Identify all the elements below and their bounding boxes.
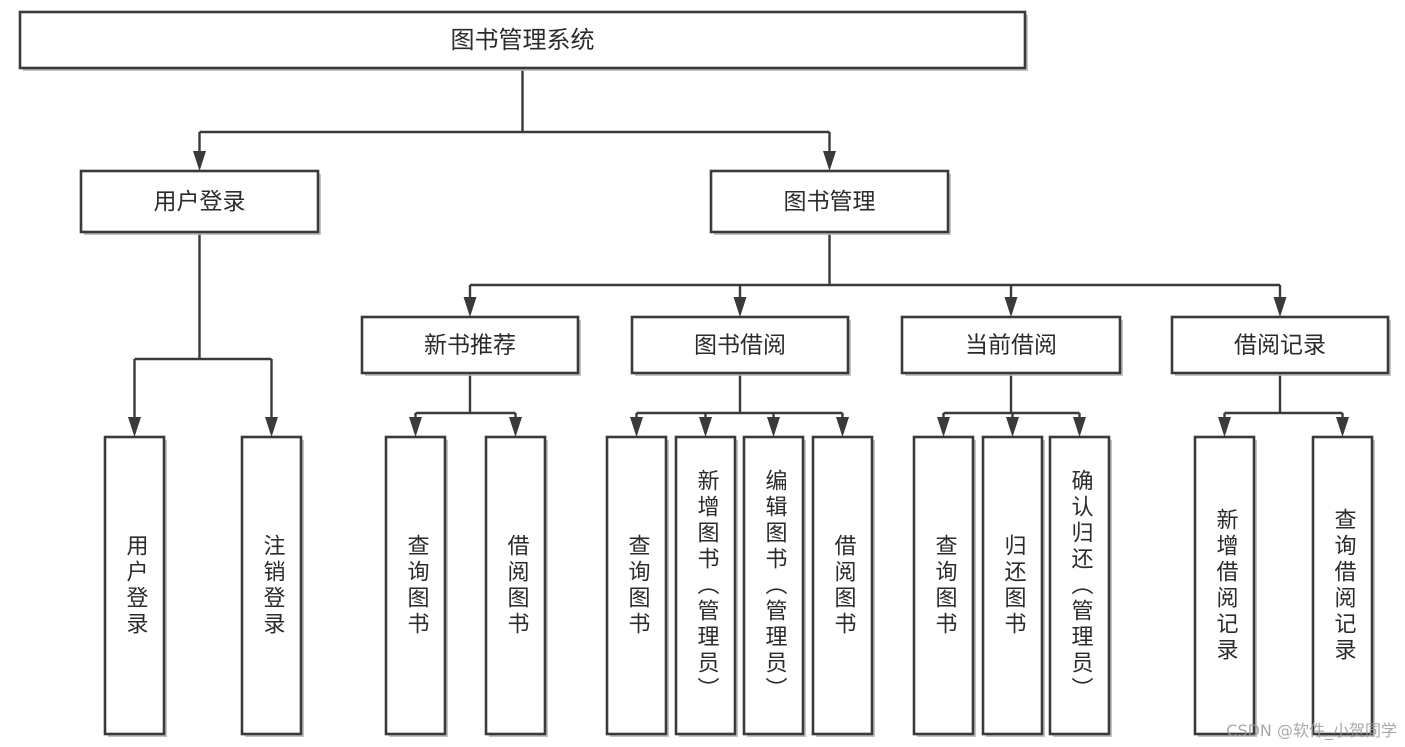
- node-box-root[interactable]: [18, 10, 1027, 70]
- arrow-head-icon: [767, 417, 780, 437]
- node-box-current-borrow[interactable]: [900, 315, 1122, 375]
- node-box-leaf-borrow-book-brw[interactable]: [811, 435, 874, 736]
- node-box-leaf-edit-book[interactable]: [742, 435, 805, 736]
- node-label-current-borrow: 当前借阅: [965, 333, 1057, 359]
- arrow-head-icon: [1218, 417, 1231, 437]
- arrow-head-icon: [1336, 417, 1349, 437]
- node-box-leaf-borrow-book-rec[interactable]: [484, 435, 547, 736]
- arrow-head-icon: [1073, 417, 1086, 437]
- arrow-head-icon: [699, 417, 712, 437]
- node-label-book-management: 图书管理: [784, 189, 876, 215]
- node-box-leaf-user-login[interactable]: [103, 435, 166, 736]
- node-label-user-login: 用户登录: [154, 189, 246, 215]
- node-box-leaf-user-logout[interactable]: [240, 435, 303, 736]
- arrow-head-icon: [128, 417, 141, 437]
- node-label-root: 图书管理系统: [451, 26, 595, 54]
- arrow-head-icon: [1004, 297, 1018, 317]
- connector-layer: [128, 68, 1349, 437]
- node-box-new-book-recommend[interactable]: [360, 315, 580, 375]
- arrow-head-icon: [1006, 417, 1019, 437]
- node-box-leaf-query-borrow-rec[interactable]: [1311, 435, 1374, 736]
- node-label-book-borrow: 图书借阅: [694, 333, 786, 359]
- node-box-leaf-query-book-brw[interactable]: [605, 435, 668, 736]
- node-box-leaf-add-borrow-rec[interactable]: [1193, 435, 1256, 736]
- arrow-head-icon: [193, 151, 206, 171]
- node-box-book-borrow[interactable]: [630, 315, 850, 375]
- node-box-borrow-record[interactable]: [1170, 315, 1390, 375]
- node-box-layer: [18, 10, 1391, 737]
- node-box-leaf-confirm-return[interactable]: [1048, 435, 1111, 736]
- node-box-user-login[interactable]: [79, 169, 320, 234]
- node-label-new-book-recommend: 新书推荐: [424, 333, 516, 359]
- node-label-borrow-record: 借阅记录: [1234, 333, 1326, 359]
- arrow-head-icon: [463, 297, 477, 317]
- node-box-book-management[interactable]: [709, 169, 950, 234]
- node-box-leaf-query-book-cur[interactable]: [912, 435, 975, 736]
- arrow-head-icon: [1273, 297, 1287, 317]
- arrow-head-icon: [630, 417, 643, 437]
- node-box-leaf-query-book-rec[interactable]: [384, 435, 447, 736]
- arrow-head-icon: [409, 417, 422, 437]
- arrow-head-icon: [509, 417, 522, 437]
- arrow-head-icon: [265, 417, 278, 437]
- arrow-head-icon: [836, 417, 849, 437]
- arrow-head-icon: [733, 297, 747, 317]
- node-box-leaf-return-book[interactable]: [981, 435, 1044, 736]
- arrow-head-icon: [823, 151, 836, 171]
- arrow-head-icon: [937, 417, 950, 437]
- node-box-leaf-add-book[interactable]: [674, 435, 737, 736]
